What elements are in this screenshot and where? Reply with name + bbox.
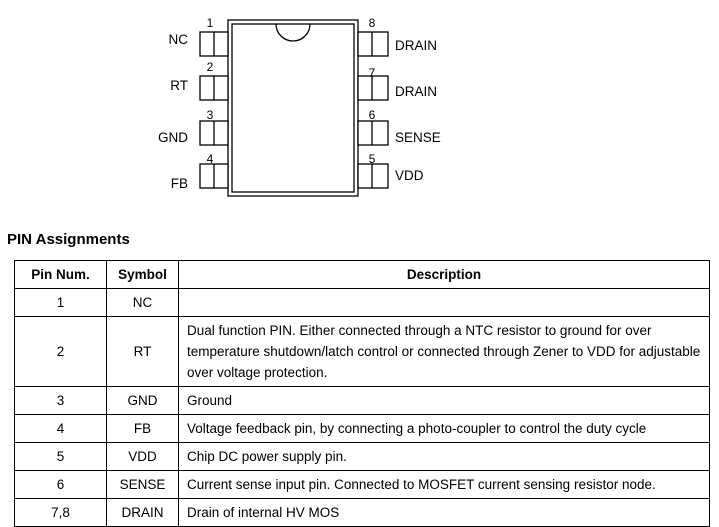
- pin-6-number: 6: [369, 108, 376, 122]
- pin-7-lead: [357, 75, 389, 101]
- cell-pin-num: 7,8: [14, 498, 107, 527]
- pin-6-label: SENSE: [395, 130, 441, 145]
- cell-symbol: GND: [106, 386, 179, 415]
- cell-description: Dual function PIN. Either connected thro…: [178, 316, 710, 387]
- pin-2-label: RT: [170, 78, 188, 93]
- pin-6-lead: [357, 120, 389, 146]
- cell-symbol: RT: [106, 316, 179, 387]
- cell-pin-num: 4: [14, 414, 107, 443]
- pin-4-label: FB: [171, 176, 188, 191]
- header-symbol: Symbol: [106, 260, 179, 289]
- table-row: 6 SENSE Current sense input pin. Connect…: [14, 470, 710, 499]
- pin-5-number: 5: [369, 152, 376, 166]
- cell-description: Drain of internal HV MOS: [178, 498, 710, 527]
- table-row: 3 GND Ground: [14, 386, 710, 415]
- header-pin-num: Pin Num.: [14, 260, 107, 289]
- section-title: PIN Assignments: [7, 231, 130, 248]
- cell-description: Current sense input pin. Connected to MO…: [178, 470, 710, 499]
- pin-assignments-table: Pin Num. Symbol Description 1 NC 2 RT Du…: [14, 260, 710, 527]
- pin-7-number: 7: [369, 66, 376, 80]
- table-row: 1 NC: [14, 288, 710, 317]
- table-row: 2 RT Dual function PIN. Either connected…: [14, 316, 710, 387]
- pin-1: 1 NC: [169, 16, 229, 57]
- table-header-row: Pin Num. Symbol Description: [14, 260, 710, 289]
- cell-description: [178, 288, 710, 317]
- pin-4-number: 4: [207, 152, 214, 166]
- pin-5-lead: [357, 163, 389, 189]
- pin-1-number: 1: [207, 16, 214, 30]
- pin-5-label: VDD: [395, 168, 424, 183]
- cell-symbol: VDD: [106, 442, 179, 471]
- pin-3-number: 3: [207, 108, 214, 122]
- table-row: 4 FB Voltage feedback pin, by connecting…: [14, 414, 710, 443]
- header-description: Description: [178, 260, 710, 289]
- pin-7: 7 DRAIN: [357, 66, 437, 101]
- pin-5: 5 VDD: [357, 152, 424, 189]
- orientation-notch: [275, 23, 311, 42]
- table-row: 7,8 DRAIN Drain of internal HV MOS: [14, 498, 710, 527]
- pin-4: 4 FB: [171, 152, 229, 191]
- cell-pin-num: 1: [14, 288, 107, 317]
- package-pinout-diagram: 1 NC 2 RT 3 GND 4 FB 8 DRAIN 7 DRAIN 6 S…: [158, 16, 441, 197]
- pin-3-label: GND: [158, 130, 188, 145]
- cell-symbol: FB: [106, 414, 179, 443]
- pin-8-lead: [357, 31, 389, 57]
- cell-description: Chip DC power supply pin.: [178, 442, 710, 471]
- pin-3: 3 GND: [158, 108, 229, 146]
- cell-pin-num: 6: [14, 470, 107, 499]
- cell-symbol: NC: [106, 288, 179, 317]
- pin-8-label: DRAIN: [395, 38, 437, 53]
- cell-description: Ground: [178, 386, 710, 415]
- pin-8-number: 8: [369, 16, 376, 30]
- cell-symbol: DRAIN: [106, 498, 179, 527]
- chip-body-inner: [231, 23, 355, 193]
- pin-6: 6 SENSE: [357, 108, 441, 146]
- pin-2-number: 2: [207, 60, 214, 74]
- cell-pin-num: 2: [14, 316, 107, 387]
- pin-2: 2 RT: [170, 60, 229, 101]
- cell-symbol: SENSE: [106, 470, 179, 499]
- pin-1-label: NC: [169, 32, 189, 47]
- cell-description: Voltage feedback pin, by connecting a ph…: [178, 414, 710, 443]
- pin-8: 8 DRAIN: [357, 16, 437, 57]
- chip-body: [227, 19, 359, 197]
- cell-pin-num: 3: [14, 386, 107, 415]
- cell-pin-num: 5: [14, 442, 107, 471]
- pin-7-label: DRAIN: [395, 84, 437, 99]
- table-row: 5 VDD Chip DC power supply pin.: [14, 442, 710, 471]
